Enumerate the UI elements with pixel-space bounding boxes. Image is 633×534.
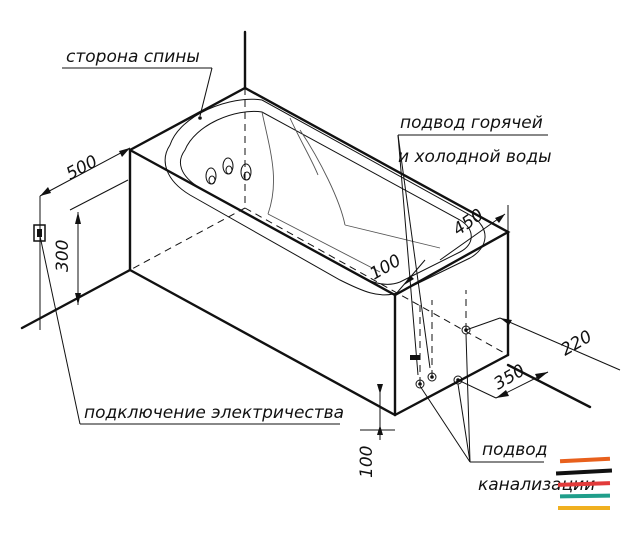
dimension-lines <box>39 144 621 440</box>
electric-label: подключение электричества <box>84 403 344 423</box>
dim-100-bottom: 100 <box>357 446 377 478</box>
drain-label-line1: подвод <box>482 440 547 460</box>
leader-lines <box>39 67 548 463</box>
dim-350: 350 <box>491 361 529 395</box>
logo-stripe-1 <box>559 456 611 464</box>
logo-stripe-3 <box>557 481 611 487</box>
dim-300: 300 <box>53 240 73 272</box>
logo-stripe-4 <box>559 493 611 499</box>
pipe-connections <box>410 290 471 389</box>
tub-basin <box>164 98 486 296</box>
back-side-label: сторона спины <box>66 47 200 67</box>
dim-220: 220 <box>558 327 596 361</box>
dim-500: 500 <box>63 152 101 185</box>
logo-stripe-5 <box>558 506 610 510</box>
dimension-values: 500 300 450 100 220 350 100 <box>53 152 596 478</box>
brand-logo <box>555 456 613 510</box>
water-supply-label-line1: подвод горячей <box>400 113 543 133</box>
room-corner-lines <box>20 30 592 409</box>
logo-stripe-2 <box>555 468 613 476</box>
drain-label-line2: канализации <box>478 475 595 495</box>
water-supply-label-line2: и холодной воды <box>398 147 552 167</box>
text-labels: сторона спины подвод горячей и холодной … <box>66 47 595 495</box>
dim-450: 450 <box>449 205 487 240</box>
